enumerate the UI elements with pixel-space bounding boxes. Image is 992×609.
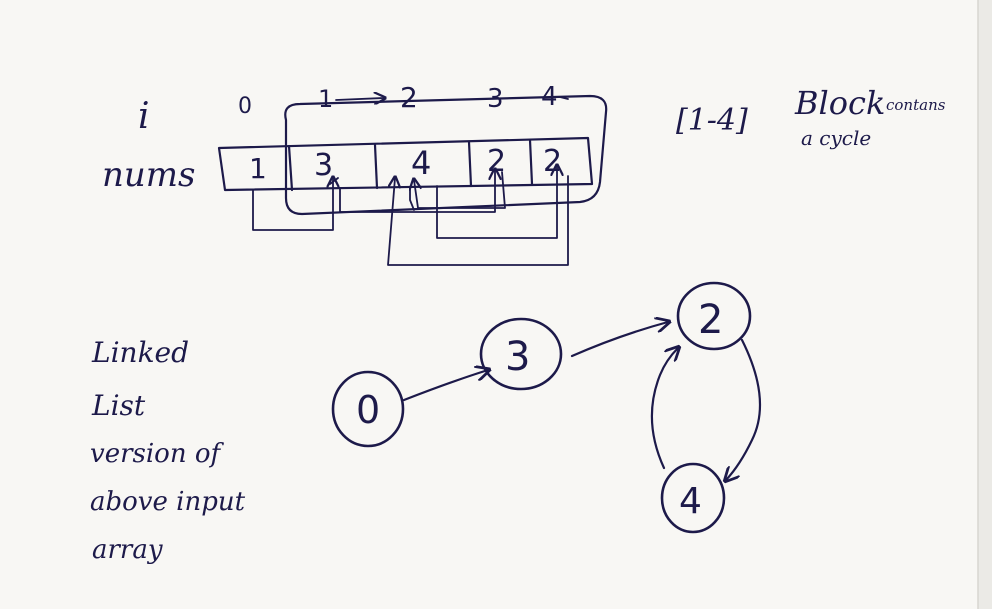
array-label: nums: [102, 155, 195, 195]
index-1: 1: [318, 85, 333, 113]
array-value-1: 3: [314, 148, 333, 183]
caption-line-1: Linked: [91, 336, 189, 369]
edge-2-to-4: [726, 338, 762, 480]
caption-line-2: List: [91, 389, 146, 422]
linked-list-caption: Linked List version of above input array: [90, 336, 246, 565]
edge-4-to-2: [650, 348, 678, 470]
cycle-block-outline: [284, 94, 608, 216]
index-0: 0: [238, 94, 252, 119]
link-value4-to-index4: [409, 187, 415, 211]
cycle-note: [1-4] Block contans a cycle: [676, 84, 946, 150]
array-value-3: 2: [487, 144, 506, 179]
link-value2-to-index2: [387, 176, 569, 266]
list-node-3-label: 3: [505, 334, 530, 380]
note-bracket: [1-4]: [676, 103, 748, 138]
list-node-2-label: 2: [698, 297, 723, 343]
list-node-4: 4: [660, 462, 726, 534]
index-2: 2: [400, 81, 418, 114]
caption-line-5: array: [92, 535, 163, 565]
linked-list-graph: 0 3 2 4: [331, 281, 762, 534]
array-value-4: 2: [543, 144, 562, 179]
caption-line-4: above input: [90, 487, 246, 517]
list-node-4-label: 4: [679, 481, 702, 522]
index-row-label: i: [138, 96, 150, 137]
note-line-2: a cycle: [801, 126, 871, 150]
edge-0-to-3: [402, 370, 488, 402]
note-contans-word: contans: [886, 96, 946, 114]
link-value1-to-index1: [252, 178, 333, 231]
edge-3-to-2: [570, 322, 668, 358]
list-node-0-label: 0: [356, 388, 380, 432]
array-diagram: i 0 1 2 3 4 nums 1 3 4 2 2: [102, 81, 608, 266]
list-node-2: 2: [676, 281, 752, 351]
note-block-word: Block: [794, 84, 885, 122]
array-box: [217, 136, 594, 192]
array-value-2: 4: [411, 144, 431, 182]
list-node-3: 3: [479, 317, 563, 391]
list-node-0: 0: [331, 370, 405, 448]
array-value-0: 1: [249, 152, 267, 185]
caption-line-3: version of: [90, 439, 224, 469]
link-value3-to-index3: [339, 170, 495, 213]
